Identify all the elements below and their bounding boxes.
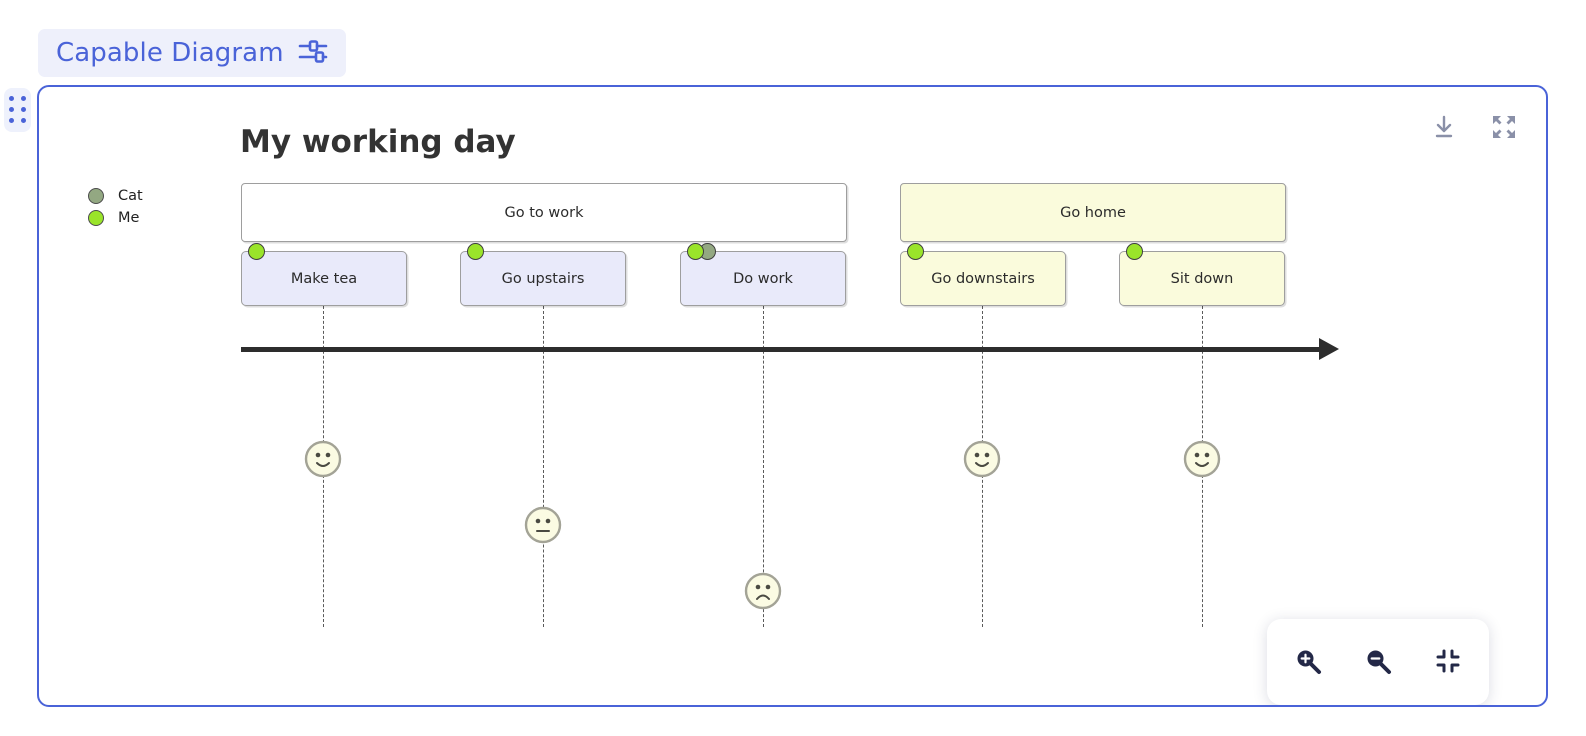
- participant-marker-me[interactable]: [467, 243, 484, 260]
- event-box[interactable]: Sit down: [1119, 251, 1285, 306]
- expand-arrows-icon: [1490, 113, 1518, 144]
- event-label: Do work: [733, 270, 793, 287]
- event-box[interactable]: Go upstairs: [460, 251, 626, 306]
- mood-face-happy-icon: [304, 440, 342, 482]
- lifeline: [763, 306, 764, 627]
- diagram-heading: My working day: [240, 124, 516, 160]
- legend-item-cat: Cat: [88, 186, 143, 205]
- fullscreen-button[interactable]: [1489, 113, 1519, 143]
- legend-label-me: Me: [118, 209, 140, 226]
- legend-label-cat: Cat: [118, 187, 143, 204]
- section-box[interactable]: Go to work: [241, 183, 847, 242]
- magnifier-plus-icon: [1293, 646, 1323, 679]
- event-label: Sit down: [1170, 270, 1234, 287]
- download-button[interactable]: [1429, 113, 1459, 143]
- participant-marker-me[interactable]: [248, 243, 265, 260]
- diagram-legend: Cat Me: [88, 186, 143, 227]
- event-box[interactable]: Make tea: [241, 251, 407, 306]
- participant-marker-me[interactable]: [687, 243, 704, 260]
- zoom-controls: [1267, 619, 1489, 705]
- section-box[interactable]: Go home: [900, 183, 1286, 242]
- fit-view-button[interactable]: [1426, 640, 1470, 684]
- download-icon: [1431, 114, 1457, 143]
- event-label: Go downstairs: [931, 270, 1035, 287]
- diagram-title-badge-label: Capable Diagram: [56, 38, 284, 68]
- lifeline: [543, 306, 544, 627]
- timeline-arrow-icon: [1319, 338, 1339, 360]
- mood-face-neutral-icon: [524, 506, 562, 548]
- mood-face-happy-icon: [963, 440, 1001, 482]
- mood-face-happy-icon: [1183, 440, 1221, 482]
- event-label: Go upstairs: [501, 270, 585, 287]
- event-box[interactable]: Do work: [680, 251, 846, 306]
- collapse-corners-icon: [1434, 647, 1462, 678]
- drag-handle-dots: [8, 96, 27, 124]
- legend-swatch-me: [88, 209, 104, 226]
- zoom-out-button[interactable]: [1356, 640, 1400, 684]
- legend-item-me: Me: [88, 208, 143, 227]
- magnifier-minus-icon: [1363, 646, 1393, 679]
- participant-marker-me[interactable]: [907, 243, 924, 260]
- timeline-axis: [241, 347, 1319, 352]
- participant-marker-me[interactable]: [1126, 243, 1143, 260]
- diagram-title-badge[interactable]: Capable Diagram: [38, 29, 346, 77]
- legend-swatch-cat: [88, 187, 104, 204]
- zoom-in-button[interactable]: [1286, 640, 1330, 684]
- sliders-icon: [298, 38, 328, 68]
- section-label: Go home: [1060, 204, 1126, 221]
- event-box[interactable]: Go downstairs: [900, 251, 1066, 306]
- mood-face-sad-icon: [744, 572, 782, 614]
- canvas-toolbar: [1429, 113, 1519, 143]
- drag-handle-icon[interactable]: [4, 88, 31, 132]
- event-label: Make tea: [290, 270, 358, 287]
- section-label: Go to work: [504, 204, 584, 221]
